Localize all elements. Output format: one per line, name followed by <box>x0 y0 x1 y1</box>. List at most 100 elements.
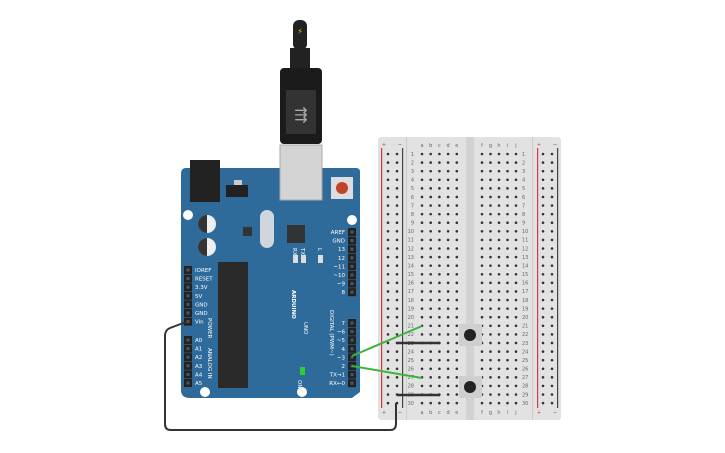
breadboard-hole[interactable] <box>446 272 450 276</box>
breadboard-hole[interactable] <box>489 315 492 319</box>
breadboard-hole[interactable] <box>506 393 509 396</box>
breadboard-hole[interactable] <box>420 230 424 233</box>
breadboard-hole[interactable] <box>455 298 459 302</box>
rail-hole[interactable] <box>386 350 390 353</box>
breadboard-hole[interactable] <box>446 161 450 164</box>
breadboard-hole[interactable] <box>514 358 518 362</box>
breadboard-hole[interactable] <box>455 341 459 345</box>
breadboard-hole[interactable] <box>506 212 509 216</box>
breadboard-hole[interactable] <box>480 272 484 276</box>
breadboard-hole[interactable] <box>489 281 492 285</box>
rail-hole[interactable] <box>550 247 554 250</box>
breadboard-hole[interactable] <box>420 315 424 319</box>
breadboard-hole[interactable] <box>506 333 509 336</box>
breadboard-hole[interactable] <box>489 264 492 267</box>
breadboard-hole[interactable] <box>438 401 441 405</box>
rail-hole[interactable] <box>386 230 390 233</box>
rail-hole[interactable] <box>386 358 390 362</box>
breadboard-hole[interactable] <box>438 247 441 250</box>
breadboard-hole[interactable] <box>446 367 450 371</box>
breadboard-hole[interactable] <box>455 187 459 190</box>
breadboard-hole[interactable] <box>497 333 501 336</box>
breadboard-hole[interactable] <box>455 195 459 199</box>
breadboard-hole[interactable] <box>429 255 433 259</box>
breadboard-hole[interactable] <box>420 178 424 182</box>
breadboard-hole[interactable] <box>506 324 509 328</box>
rail-hole[interactable] <box>395 264 399 267</box>
rail-hole[interactable] <box>550 298 554 302</box>
breadboard-hole[interactable] <box>506 341 509 345</box>
breadboard-hole[interactable] <box>497 204 501 207</box>
breadboard-hole[interactable] <box>420 195 424 199</box>
rail-hole[interactable] <box>550 401 554 405</box>
breadboard-hole[interactable] <box>480 290 484 293</box>
breadboard-hole[interactable] <box>497 238 501 242</box>
breadboard-hole[interactable] <box>480 350 484 353</box>
breadboard-hole[interactable] <box>446 307 450 310</box>
breadboard-hole[interactable] <box>455 255 459 259</box>
rail-hole[interactable] <box>550 333 554 336</box>
breadboard-hole[interactable] <box>497 195 501 199</box>
breadboard-hole[interactable] <box>489 238 492 242</box>
breadboard-hole[interactable] <box>497 281 501 285</box>
rail-hole[interactable] <box>550 367 554 371</box>
breadboard-hole[interactable] <box>514 169 518 173</box>
rail-hole[interactable] <box>386 324 390 328</box>
breadboard-hole[interactable] <box>514 221 518 225</box>
rail-hole[interactable] <box>541 401 545 405</box>
rail-hole[interactable] <box>395 324 399 328</box>
breadboard-hole[interactable] <box>438 384 441 388</box>
rail-hole[interactable] <box>395 178 399 182</box>
rail-hole[interactable] <box>550 212 554 216</box>
breadboard-hole[interactable] <box>489 161 492 164</box>
rail-hole[interactable] <box>395 358 399 362</box>
breadboard-hole[interactable] <box>455 367 459 371</box>
breadboard-hole[interactable] <box>497 161 501 164</box>
breadboard-hole[interactable] <box>438 307 441 310</box>
breadboard-hole[interactable] <box>514 281 518 285</box>
breadboard-hole[interactable] <box>514 401 518 405</box>
breadboard-hole[interactable] <box>420 298 424 302</box>
breadboard-hole[interactable] <box>420 367 424 371</box>
breadboard-hole[interactable] <box>446 204 450 207</box>
breadboard-hole[interactable] <box>455 272 459 276</box>
breadboard-hole[interactable] <box>420 238 424 242</box>
breadboard-hole[interactable] <box>455 161 459 164</box>
rail-hole[interactable] <box>541 187 545 190</box>
wire-pin2-to-a27[interactable] <box>351 365 423 379</box>
breadboard-hole[interactable] <box>446 384 450 388</box>
rail-hole[interactable] <box>395 169 399 173</box>
breadboard-hole[interactable] <box>506 358 509 362</box>
rail-hole[interactable] <box>395 281 399 285</box>
breadboard-hole[interactable] <box>446 221 450 225</box>
breadboard-hole[interactable] <box>480 358 484 362</box>
breadboard-hole[interactable] <box>480 281 484 285</box>
breadboard-hole[interactable] <box>438 178 441 182</box>
rail-hole[interactable] <box>395 255 399 259</box>
breadboard-hole[interactable] <box>514 247 518 250</box>
rail-hole[interactable] <box>541 161 545 164</box>
breadboard-hole[interactable] <box>446 290 450 293</box>
breadboard-hole[interactable] <box>497 350 501 353</box>
rail-hole[interactable] <box>395 238 399 242</box>
breadboard-hole[interactable] <box>438 290 441 293</box>
breadboard-hole[interactable] <box>455 204 459 207</box>
breadboard-hole[interactable] <box>514 238 518 242</box>
rail-hole[interactable] <box>541 393 545 396</box>
breadboard-hole[interactable] <box>438 315 441 319</box>
breadboard-hole[interactable] <box>455 247 459 250</box>
rail-hole[interactable] <box>550 195 554 199</box>
breadboard-hole[interactable] <box>480 255 484 259</box>
breadboard-hole[interactable] <box>420 290 424 293</box>
breadboard-hole[interactable] <box>489 341 492 345</box>
breadboard-hole[interactable] <box>506 298 509 302</box>
breadboard-hole[interactable] <box>506 152 509 156</box>
rail-hole[interactable] <box>541 272 545 276</box>
rail-hole[interactable] <box>550 350 554 353</box>
breadboard-hole[interactable] <box>489 401 492 405</box>
breadboard-hole[interactable] <box>497 315 501 319</box>
breadboard-hole[interactable] <box>497 178 501 182</box>
rail-hole[interactable] <box>386 333 390 336</box>
breadboard-hole[interactable] <box>420 212 424 216</box>
